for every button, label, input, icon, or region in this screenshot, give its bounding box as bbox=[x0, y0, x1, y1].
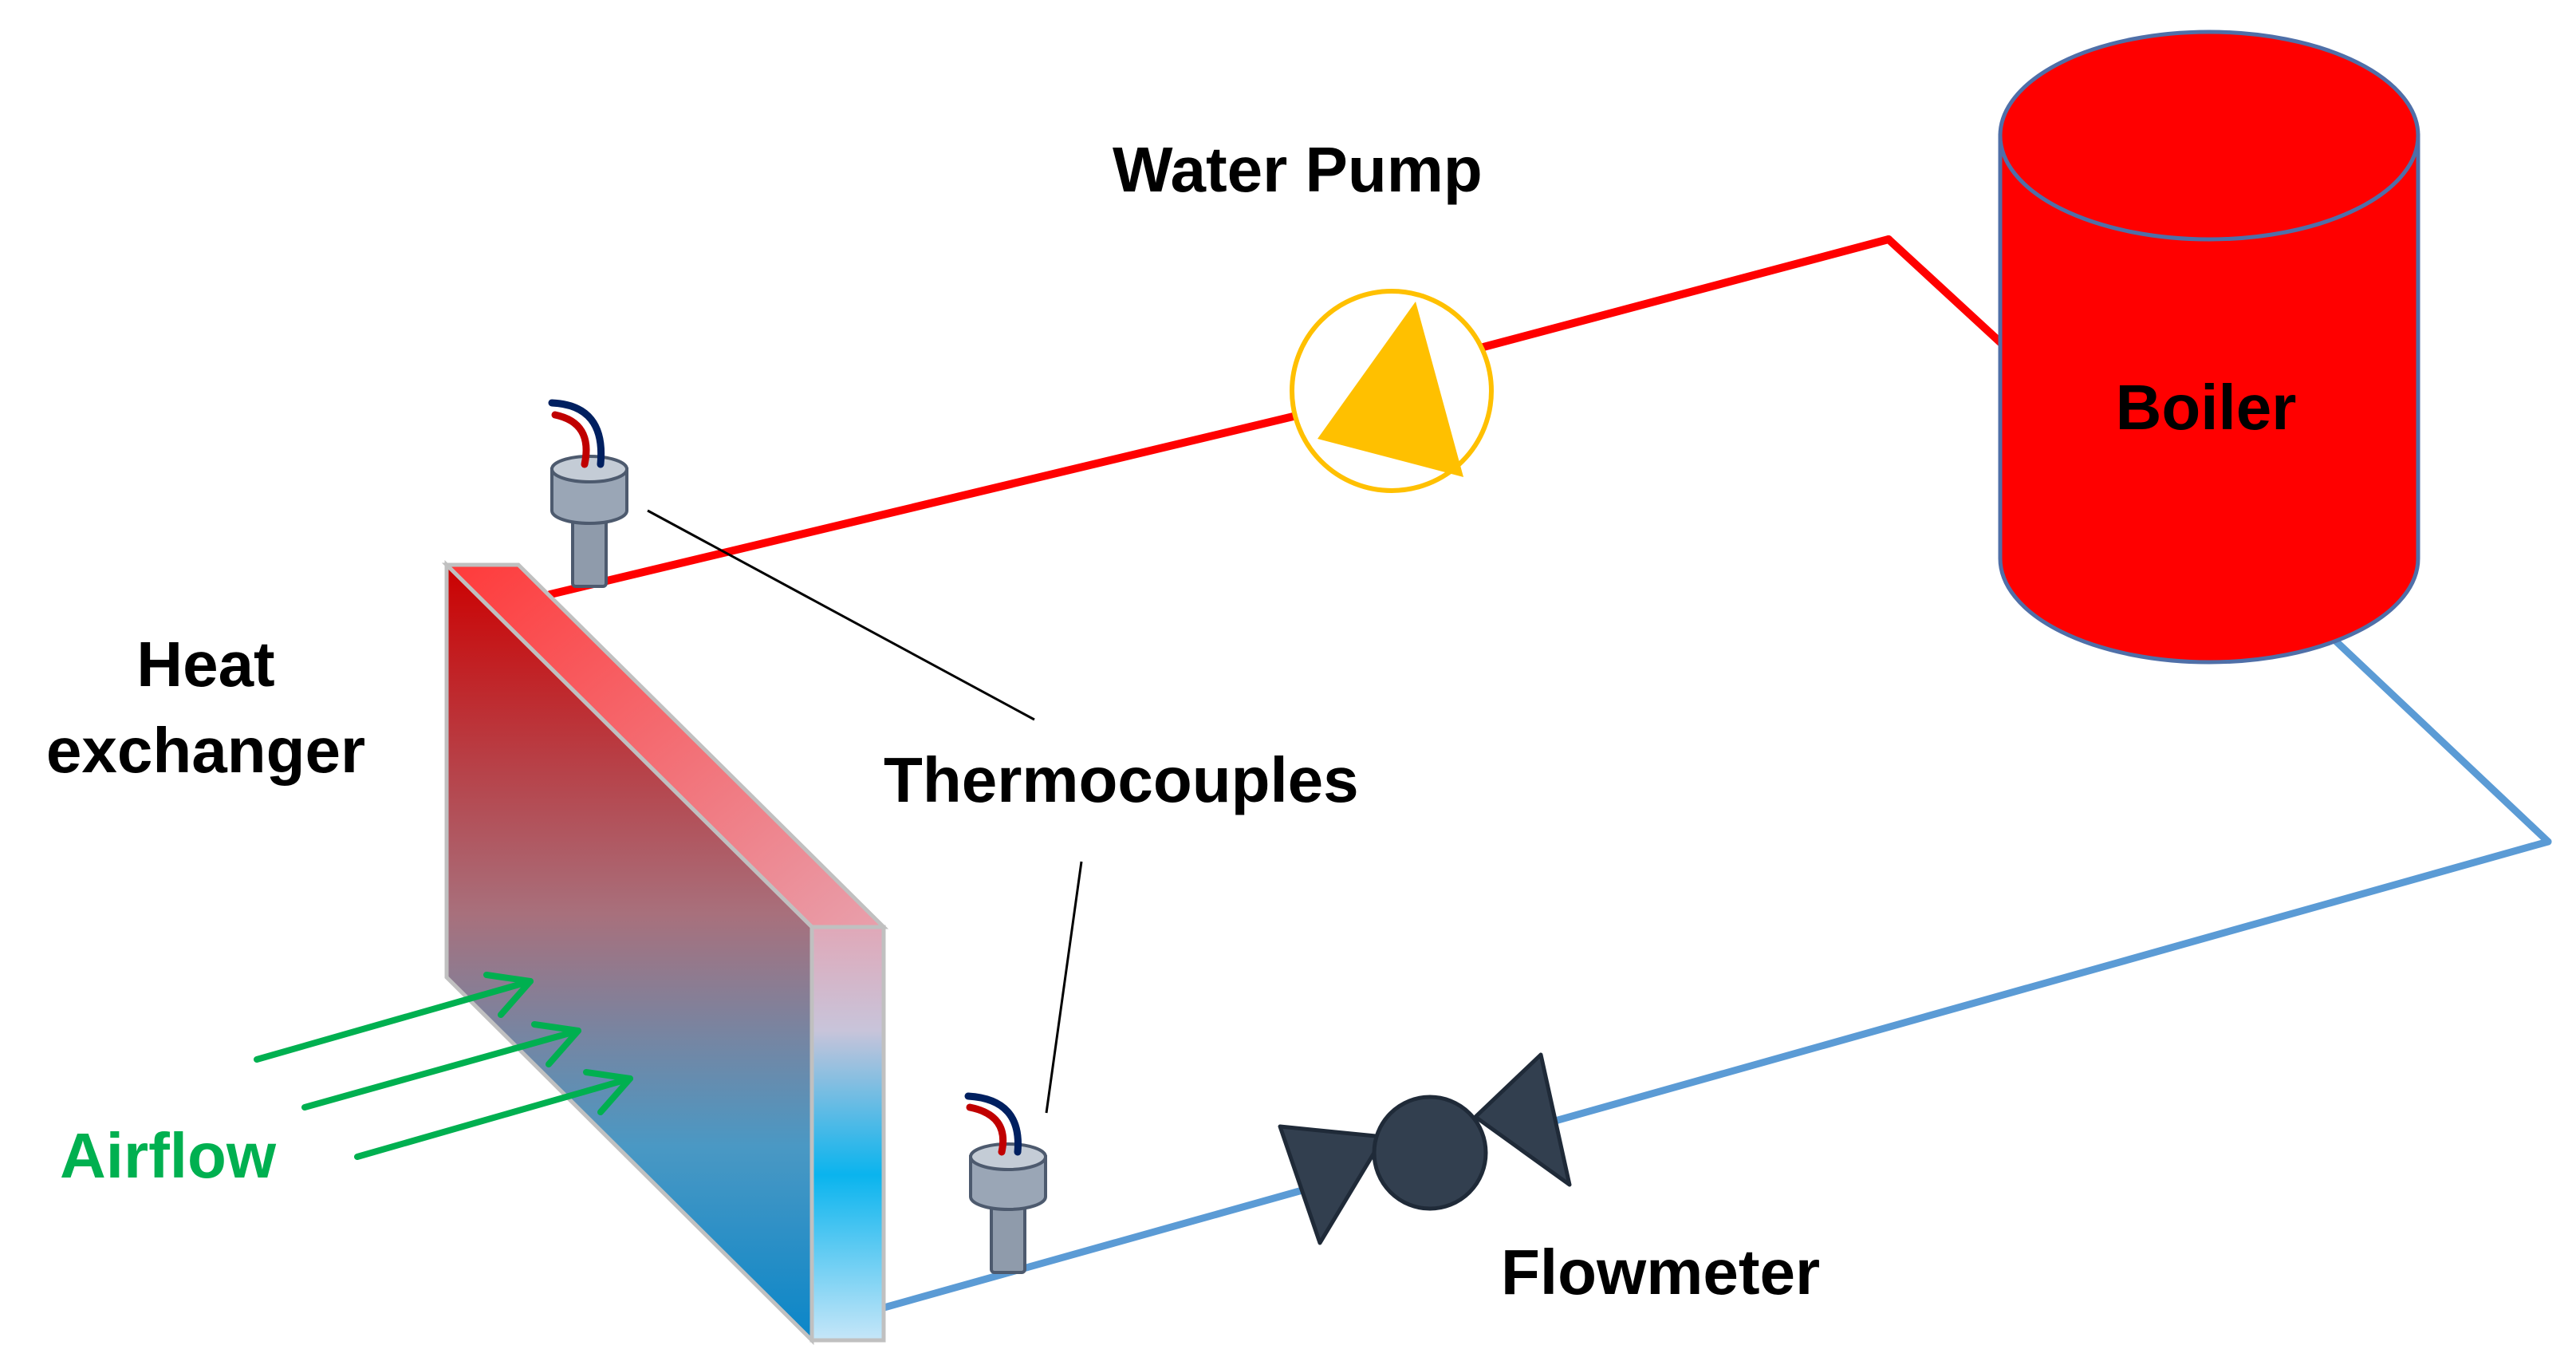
thermocouple-leader-lines bbox=[647, 509, 1083, 1114]
cold-water-pipe bbox=[877, 634, 2552, 1312]
flowmeter-valve-icon bbox=[1278, 1052, 1572, 1245]
thermocouple-icon bbox=[548, 399, 628, 588]
boiler bbox=[1998, 30, 2420, 665]
water-pump-label: Water Pump bbox=[1113, 134, 1483, 205]
heat-exchanger-label-line2: exchanger bbox=[46, 715, 365, 786]
airflow-label: Airflow bbox=[60, 1120, 277, 1191]
flowmeter-label: Flowmeter bbox=[1501, 1237, 1820, 1308]
airflow-arrows bbox=[254, 972, 633, 1160]
boiler-label: Boiler bbox=[2116, 372, 2297, 443]
hot-water-pipe bbox=[546, 235, 2014, 598]
heat-exchanger bbox=[441, 560, 889, 1346]
heat-exchanger-label-line1: Heat bbox=[136, 629, 274, 700]
thermocouples-label: Thermocouples bbox=[884, 744, 1359, 815]
thermocouple-icon bbox=[964, 1092, 1047, 1274]
pump-symbol-icon bbox=[1290, 289, 1494, 493]
